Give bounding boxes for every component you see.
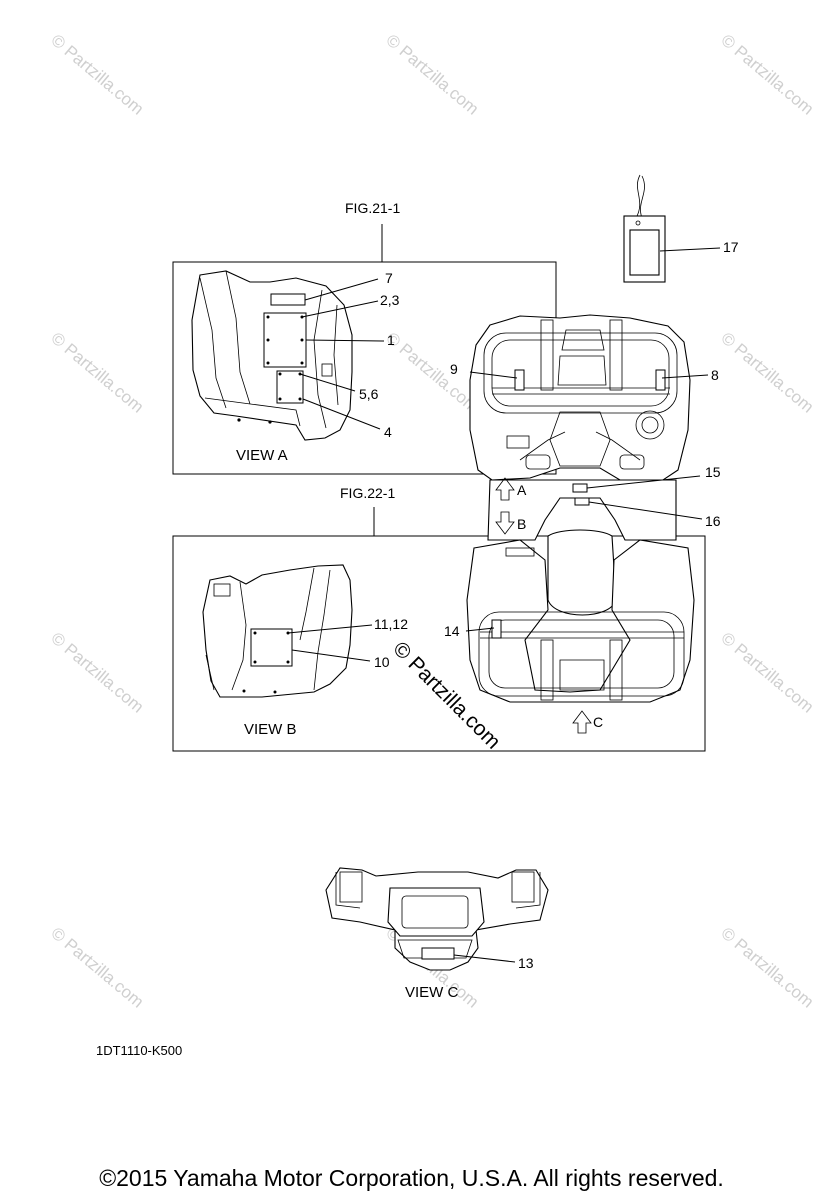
- callout-16: 16: [705, 513, 721, 529]
- watermark-text: © Partzilla.com: [717, 924, 817, 1012]
- callout-10: 10: [374, 654, 390, 670]
- callout-7: 7: [385, 270, 393, 286]
- callout-17: 17: [723, 239, 739, 255]
- label-14: [491, 619, 502, 639]
- arrow-label-b: B: [517, 516, 526, 532]
- label-7: [270, 293, 306, 306]
- callout-4: 4: [384, 424, 392, 440]
- copyright-notice: ©2015 Yamaha Motor Corporation, U.S.A. A…: [99, 1165, 724, 1191]
- callout-14: 14: [444, 623, 460, 639]
- watermark-text: © Partzilla.com: [717, 329, 817, 417]
- callout-11-12: 11,12: [374, 616, 408, 632]
- watermark-text: © Partzilla.com: [47, 31, 147, 119]
- watermark-text: © Partzilla.com: [47, 629, 147, 717]
- watermark-text: © Partzilla.com: [717, 31, 817, 119]
- fig-ref-b: FIG.22-1: [340, 485, 395, 501]
- arrow-label-a: A: [517, 482, 527, 498]
- label-1: [263, 312, 307, 368]
- view-b-label: VIEW B: [244, 721, 297, 738]
- fig-ref-a: FIG.21-1: [345, 200, 400, 216]
- watermark-text: © Partzilla.com: [382, 329, 482, 417]
- view-c-label: VIEW C: [405, 984, 459, 1001]
- label-8: [655, 369, 666, 391]
- label-13: [421, 947, 455, 960]
- watermark-grid: © Partzilla.com © Partzilla.com © Partzi…: [47, 31, 817, 1012]
- label-4: [276, 370, 304, 404]
- label-10: [250, 628, 293, 667]
- callout-13: 13: [518, 955, 534, 971]
- arrow-label-c: C: [593, 714, 603, 730]
- view-c-panel: 13 VIEW C: [325, 867, 549, 1001]
- callout-8: 8: [711, 367, 719, 383]
- watermark-text: © Partzilla.com: [47, 329, 147, 417]
- callout-5-6: 5,6: [359, 386, 379, 402]
- callout-1: 1: [387, 332, 395, 348]
- watermark-text: © Partzilla.com: [717, 629, 817, 717]
- callout-2-3: 2,3: [380, 292, 400, 308]
- callout-15: 15: [705, 464, 721, 480]
- view-a-label: VIEW A: [236, 447, 288, 464]
- hang-tag-17: 17: [623, 174, 739, 283]
- view-arrows: A B C: [495, 477, 603, 734]
- diagram-code: 1DT1110-K500: [96, 1043, 182, 1058]
- label-15: [572, 483, 588, 493]
- label-9: [514, 369, 525, 391]
- callout-9: 9: [450, 361, 458, 377]
- watermark-text: © Partzilla.com: [382, 31, 482, 119]
- atv-top-view: 9 8 15 16 14: [444, 314, 721, 703]
- view-b-panel: 11,12 10 VIEW B: [172, 535, 706, 752]
- watermark-text: © Partzilla.com: [47, 924, 147, 1012]
- label-16: [574, 497, 590, 506]
